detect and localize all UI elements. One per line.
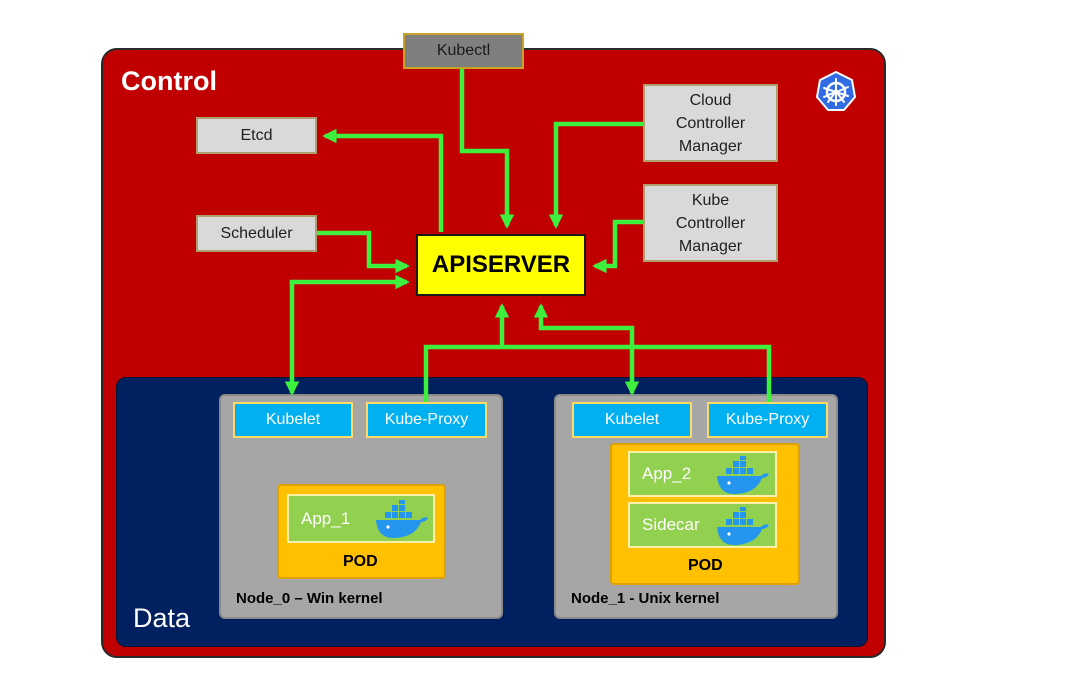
apiserver-box: APISERVER (416, 234, 586, 296)
node-1-label: Node_1 - Unix kernel (571, 590, 720, 607)
cloud-cm-line-2: Controller (675, 114, 746, 132)
node-0-kube-proxy: Kube-Proxy (366, 402, 487, 438)
arrow-apiserver-node1-kubelet (533, 303, 640, 396)
kube-cm-line-3: Manager (678, 237, 743, 255)
app-2-container: App_2 (628, 451, 777, 497)
node-1-kube-proxy: Kube-Proxy (707, 402, 828, 438)
wire-kube-proxies (423, 344, 772, 402)
node-0-kubelet: Kubelet (233, 402, 353, 438)
sidecar-container: Sidecar (628, 502, 777, 548)
app-2-label: App_2 (642, 464, 692, 483)
arrow-scheduler-apiserver (317, 230, 410, 274)
kubectl-box: Kubectl (403, 33, 524, 69)
arrow-apiserver-node0-kubelet (284, 274, 410, 396)
arrow-kubectl-apiserver (459, 69, 515, 229)
docker-whale-icon (717, 456, 769, 494)
node-0-pod-label: POD (343, 553, 378, 570)
data-title: Data (133, 603, 191, 633)
kube-cm-line-2: Controller (675, 214, 746, 232)
kube-controller-manager-box: Kube Controller Manager (643, 184, 778, 262)
control-title: Control (121, 66, 217, 96)
docker-whale-icon (717, 507, 769, 545)
kubernetes-logo-icon (815, 70, 857, 112)
cloud-cm-line-3: Manager (678, 137, 743, 155)
arrow-cloudcm-apiserver (548, 121, 645, 229)
scheduler-box: Scheduler (196, 215, 317, 252)
arrow-apiserver-etcd (322, 128, 444, 232)
kube-cm-line-1: Kube (691, 191, 730, 209)
app-1-label: App_1 (301, 508, 351, 528)
node-1-kubelet: Kubelet (572, 402, 692, 438)
etcd-box: Etcd (196, 117, 317, 154)
cloud-controller-manager-box: Cloud Controller Manager (643, 84, 778, 162)
node-1-pod-label: POD (688, 557, 723, 574)
docker-whale-icon (376, 500, 428, 538)
app-1-container: App_1 (287, 494, 435, 543)
cloud-cm-line-1: Cloud (689, 91, 732, 109)
arrow-kubecm-apiserver (592, 219, 645, 274)
sidecar-label: Sidecar (642, 515, 700, 534)
node-0-label: Node_0 – Win kernel (236, 590, 383, 607)
